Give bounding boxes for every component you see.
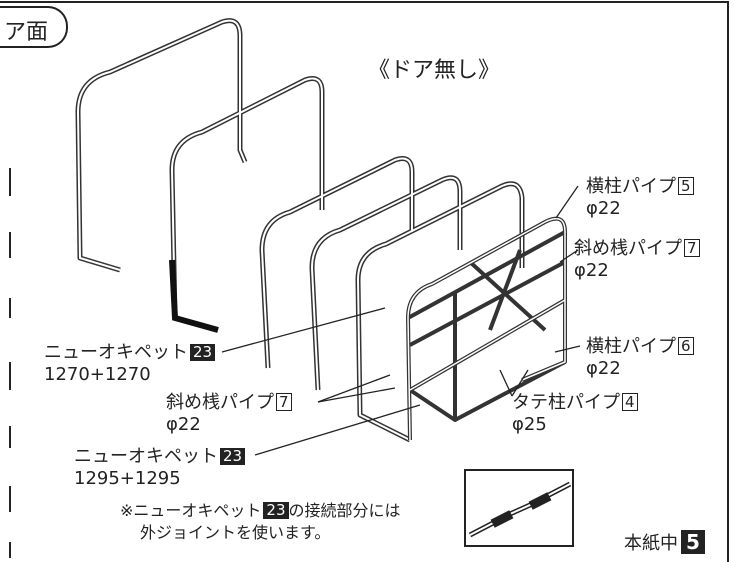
end-frame-inner (407, 217, 566, 441)
joint-detail (464, 469, 574, 547)
arches-inner (77, 19, 523, 441)
tab-label: ア面 (4, 20, 49, 45)
leader-lines (221, 185, 581, 456)
highlight-pipe (169, 259, 219, 333)
diagram-title: 《ドア無し》 (368, 58, 501, 83)
side-tab: ア面 (0, 6, 68, 48)
